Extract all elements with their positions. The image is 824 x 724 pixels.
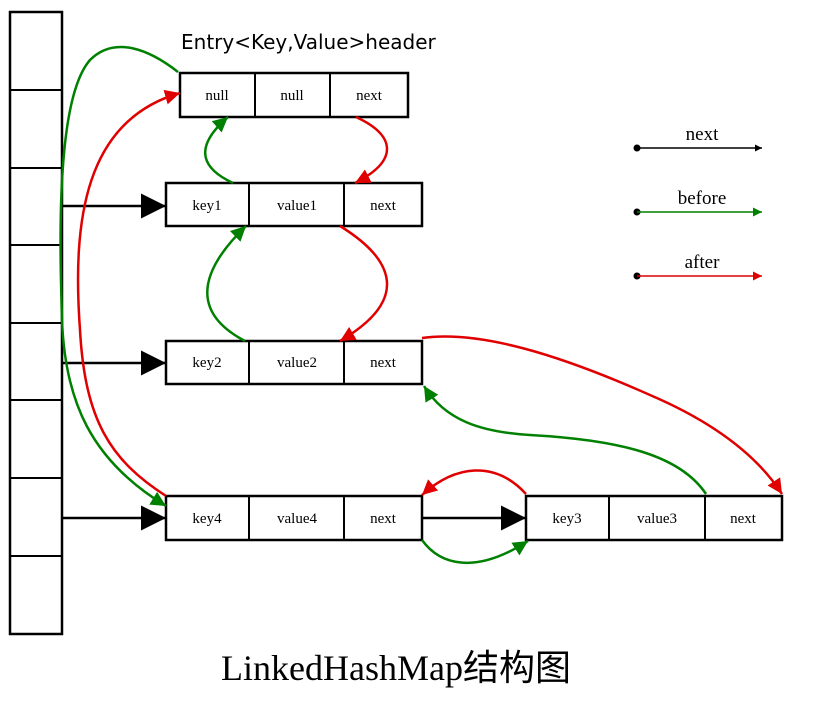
entry1-value: value1 xyxy=(277,198,317,214)
after-links xyxy=(76,89,784,498)
before-entry2-to-entry1 xyxy=(206,225,247,343)
after-entry2-to-entry3 xyxy=(421,335,784,495)
legend-next: next xyxy=(633,124,762,152)
entry4-key: key4 xyxy=(192,511,222,527)
header-node: null null next xyxy=(178,71,410,119)
entry1-key: key1 xyxy=(192,198,221,214)
header-title: Entry<Key,Value>header xyxy=(181,30,437,54)
entry2-next: next xyxy=(370,355,397,371)
entry-node-3: key3 value3 next xyxy=(524,494,784,542)
after-entry4-to-header xyxy=(76,89,181,498)
entry-node-2: key2 value2 next xyxy=(164,339,424,386)
entry1-next: next xyxy=(370,198,397,214)
before-entry1-to-header xyxy=(204,116,234,185)
legend-after-label: after xyxy=(685,252,720,273)
before-links xyxy=(59,45,708,564)
before-header-to-entry4 xyxy=(59,45,179,508)
legend: next before after xyxy=(633,124,762,281)
diagram-caption: LinkedHashMap结构图 xyxy=(221,648,571,688)
entry2-key: key2 xyxy=(192,355,221,371)
after-entry1-to-entry2 xyxy=(339,224,389,343)
entry3-next: next xyxy=(730,511,757,527)
before-entry3-to-entry2 xyxy=(422,385,708,495)
legend-before-label: before xyxy=(678,188,727,209)
entry-node-4: key4 value4 next xyxy=(164,494,424,542)
after-entry3-to-entry4 xyxy=(421,469,527,496)
entry-node-1: key1 value1 next xyxy=(164,181,424,228)
entry2-value: value2 xyxy=(277,355,317,371)
bucket-array xyxy=(8,10,64,636)
after-header-to-entry1 xyxy=(354,115,389,185)
legend-after: after xyxy=(633,252,762,281)
legend-before: before xyxy=(633,188,762,217)
entry3-value: value3 xyxy=(637,511,677,527)
entry4-next: next xyxy=(370,511,397,527)
header-field-3: next xyxy=(356,88,383,104)
bucket-arrows xyxy=(62,193,526,531)
header-field-1: null xyxy=(205,88,228,104)
header-field-2: null xyxy=(280,88,303,104)
entry3-key: key3 xyxy=(552,511,581,527)
entry4-value: value4 xyxy=(277,511,317,527)
legend-next-label: next xyxy=(686,124,719,145)
before-entry4-to-entry3 xyxy=(420,539,529,564)
